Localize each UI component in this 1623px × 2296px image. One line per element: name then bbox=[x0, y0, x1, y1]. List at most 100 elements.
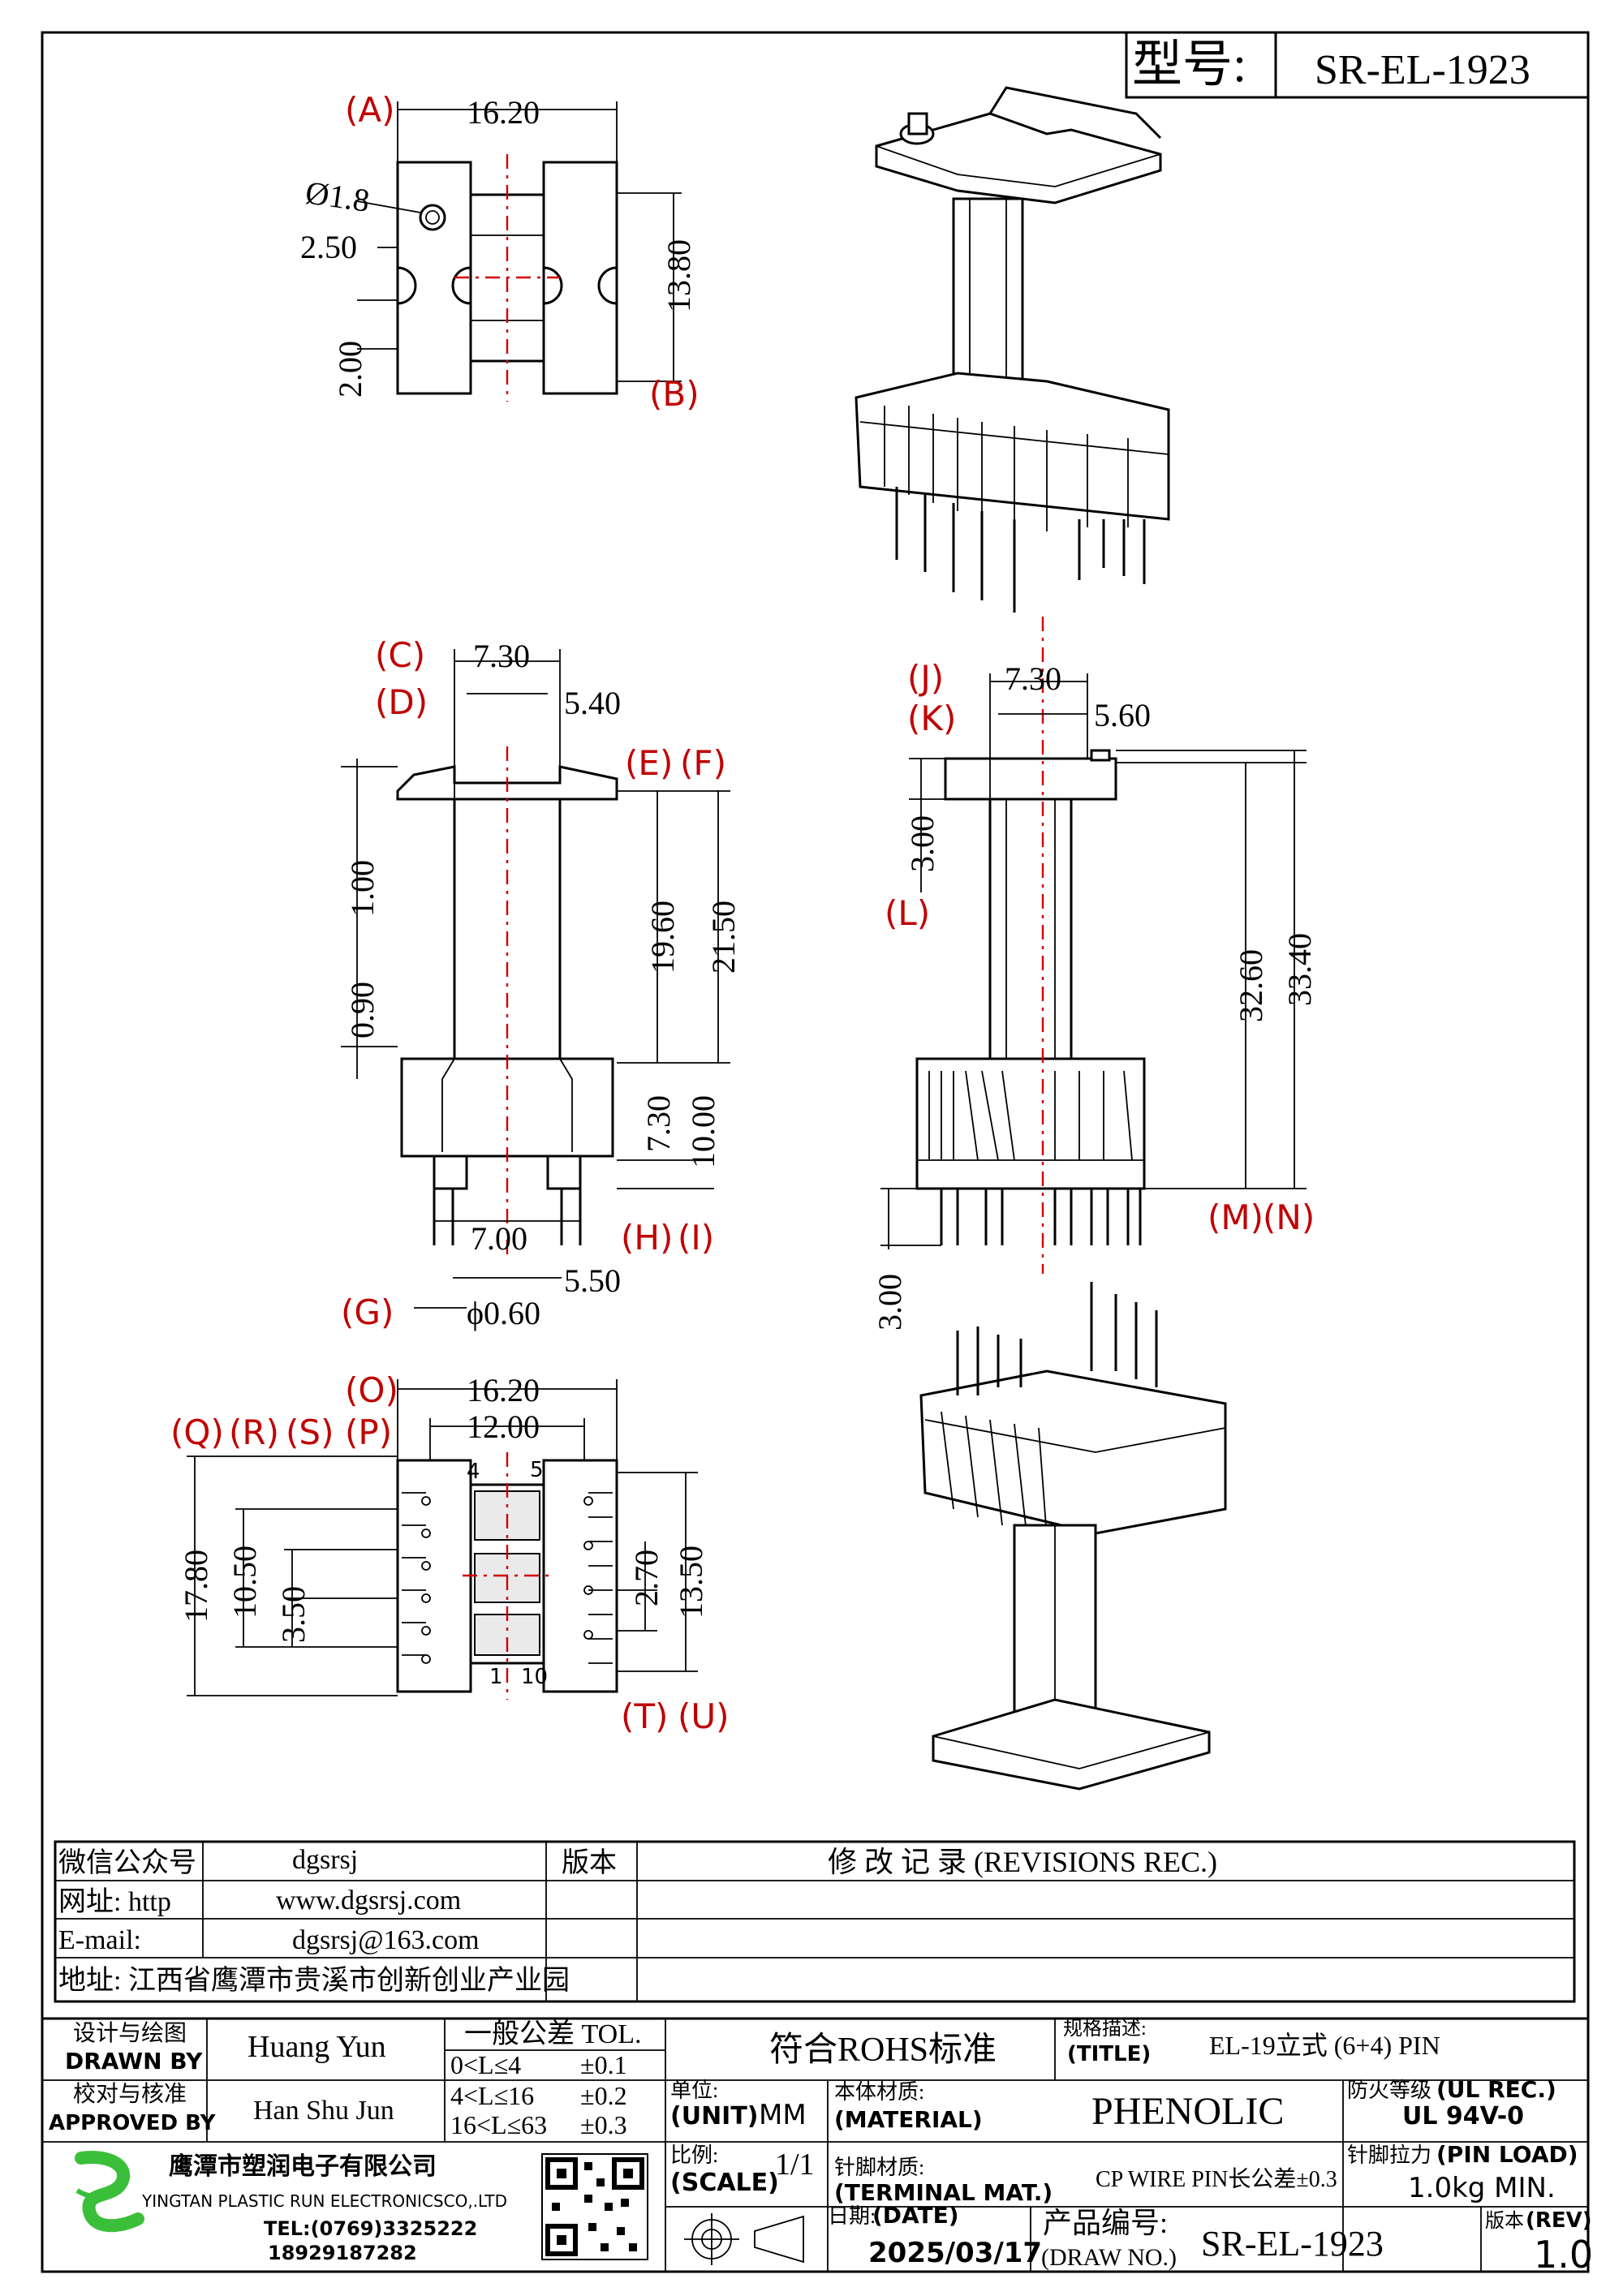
side-view: 7.30 5.60 3.00 32.60 33.40 3.00 (J) (K) … bbox=[872, 617, 1318, 1331]
label-E: (E) bbox=[625, 743, 673, 783]
label-J: (J) bbox=[907, 658, 944, 698]
unit-en: (UNIT) bbox=[670, 2102, 759, 2130]
pin-number-5: 5 bbox=[530, 1458, 544, 1482]
dim-front-flange: 1.00 bbox=[344, 860, 381, 917]
drawno-cn: 产品编号: bbox=[1043, 2207, 1168, 2239]
label-N: (N) bbox=[1263, 1197, 1315, 1237]
dim-bottom-s: 3.50 bbox=[275, 1586, 312, 1643]
drawn-by-en: DRAWN BY bbox=[65, 2048, 203, 2075]
label-R: (R) bbox=[229, 1412, 279, 1452]
iso-view-top bbox=[855, 86, 1170, 613]
date-value: 2025/03/17 bbox=[868, 2237, 1042, 2269]
company-name-cn: 鹰潭市塑润电子有限公司 bbox=[169, 2152, 437, 2180]
terminal-value: CP WIRE PIN长公差±0.3 bbox=[1096, 2166, 1337, 2192]
label-D: (D) bbox=[375, 682, 428, 722]
terminal-cn: 针脚材质: bbox=[834, 2156, 924, 2179]
label-M: (M) bbox=[1208, 1197, 1264, 1237]
material-value: PHENOLIC bbox=[1091, 2090, 1284, 2133]
bottom-view: 4 5 1 10 16.20 12.00 17.80 10.50 3.50 13… bbox=[170, 1370, 730, 1736]
pin-number-1: 1 bbox=[489, 1665, 503, 1689]
scale-cn: 比例: bbox=[670, 2143, 718, 2167]
label-C: (C) bbox=[375, 635, 425, 675]
tolerance-title: 一般公差 TOL. bbox=[464, 2019, 641, 2049]
rev-value: 1.0 bbox=[1534, 2233, 1593, 2277]
approved-by-cn: 校对与核准 bbox=[73, 2081, 187, 2107]
pin-number-4: 4 bbox=[467, 1460, 480, 1484]
dim-side-flange: 3.00 bbox=[904, 815, 941, 872]
label-S: (S) bbox=[286, 1412, 334, 1452]
info-wechat-value: dgsrsj bbox=[292, 1845, 358, 1875]
tol-value-3: ±0.3 bbox=[580, 2110, 627, 2139]
tol-range-1: 0<L≤4 bbox=[450, 2050, 521, 2079]
ul-en: (UL REC.) bbox=[1436, 2076, 1556, 2103]
label-P: (P) bbox=[345, 1412, 392, 1452]
dim-side-j: 7.30 bbox=[1005, 660, 1061, 697]
dim-bottom-q: 17.80 bbox=[178, 1550, 214, 1623]
label-I: (I) bbox=[678, 1218, 714, 1258]
model-header: 型号: SR-EL-1923 bbox=[1125, 31, 1590, 99]
dim-side-pin: 3.00 bbox=[872, 1274, 908, 1331]
label-U: (U) bbox=[678, 1696, 730, 1736]
dim-bottom-r: 10.50 bbox=[226, 1546, 263, 1619]
drawn-by-cn: 设计与绘图 bbox=[73, 2020, 187, 2046]
rohs-compliance: 符合ROHS标准 bbox=[769, 2032, 997, 2069]
ul-cn: 防火等级 bbox=[1347, 2079, 1431, 2102]
label-K: (K) bbox=[907, 699, 956, 738]
date-en: (DATE) bbox=[872, 2202, 959, 2229]
label-F: (F) bbox=[680, 743, 726, 783]
title-block: 设计与绘图 DRAWN BY Huang Yun 校对与核准 APPROVED … bbox=[41, 2017, 1593, 2277]
dim-side-k: 5.60 bbox=[1094, 697, 1151, 733]
info-website-label: 网址: http bbox=[58, 1887, 171, 1917]
model-number: SR-EL-1923 bbox=[1315, 47, 1530, 93]
revisions-version-header: 版本 bbox=[562, 1847, 617, 1878]
qr-code-icon bbox=[541, 2153, 648, 2260]
info-table: 微信公众号 dgsrsj 网址: http www.dgsrsj.com E-m… bbox=[54, 1840, 1576, 2003]
label-B: (B) bbox=[649, 374, 700, 414]
drawno-value: SR-EL-1923 bbox=[1201, 2224, 1384, 2264]
label-Q: (Q) bbox=[170, 1412, 224, 1452]
title-en: (TITLE) bbox=[1067, 2042, 1151, 2066]
company-tel: TEL:(0769)3325222 bbox=[264, 2217, 477, 2240]
title-value: EL-19立式 (6+4) PIN bbox=[1209, 2031, 1440, 2060]
dim-bottom-o: 16.20 bbox=[467, 1372, 540, 1408]
pinload-cn: 针脚拉力 bbox=[1347, 2143, 1431, 2167]
iso-view-bottom bbox=[919, 1282, 1227, 1791]
dim-bottom-u: 13.50 bbox=[673, 1546, 709, 1619]
dim-side-h2: 33.40 bbox=[1281, 933, 1318, 1006]
dim-bottom-p: 12.00 bbox=[467, 1408, 540, 1445]
dim-front-pin-gap: 5.50 bbox=[564, 1262, 621, 1299]
dim-front-pin-dia: ϕ0.60 bbox=[467, 1295, 540, 1331]
projection-symbol-icon bbox=[684, 2213, 804, 2265]
dim-top-height: 13.80 bbox=[661, 239, 697, 312]
material-en: (MATERIAL) bbox=[834, 2106, 983, 2133]
front-view: 7.30 5.40 19.60 21.50 1.00 0.90 7.30 10.… bbox=[341, 635, 742, 1332]
tol-value-2: ±0.2 bbox=[580, 2081, 627, 2110]
tol-range-3: 16<L≤63 bbox=[450, 2110, 547, 2139]
info-wechat-label: 微信公众号 bbox=[58, 1847, 196, 1878]
company-logo-icon bbox=[75, 2151, 144, 2233]
sheet-border bbox=[41, 31, 1590, 2273]
approved-by-en: APPROVED BY bbox=[49, 2111, 217, 2135]
company-mobile: 18929187282 bbox=[268, 2242, 417, 2264]
date-cn: 日期: bbox=[828, 2204, 876, 2228]
drawn-by-name: Huang Yun bbox=[248, 2030, 386, 2064]
approved-by-name: Han Shu Jun bbox=[253, 2096, 394, 2126]
info-email-value[interactable]: dgsrsj@163.com bbox=[292, 1925, 480, 1955]
dim-top-width: 16.20 bbox=[467, 94, 540, 131]
dim-front-pin-h: 7.30 bbox=[640, 1095, 677, 1152]
unit-value: MM bbox=[759, 2099, 807, 2131]
info-website-value[interactable]: www.dgsrsj.com bbox=[276, 1885, 461, 1915]
label-H: (H) bbox=[621, 1218, 673, 1258]
rev-en: (REV) bbox=[1526, 2208, 1592, 2233]
company-name-en: YINGTAN PLASTIC RUN ELECTRONICSCO,.LTD bbox=[141, 2191, 507, 2211]
ul-value: UL 94V-0 bbox=[1402, 2102, 1524, 2130]
title-cn: 规格描述: bbox=[1063, 2018, 1147, 2040]
mount-hole-icon bbox=[419, 204, 446, 231]
dim-front-pin-total: 10.00 bbox=[685, 1095, 721, 1168]
drawno-en: (DRAW NO.) bbox=[1041, 2244, 1177, 2271]
top-view: 16.20 13.80 Ø1.8 2.50 2.00 (A) (B) bbox=[300, 90, 700, 414]
dim-bottom-t: 2.70 bbox=[628, 1550, 665, 1606]
dim-front-base: 0.90 bbox=[344, 982, 381, 1038]
label-O: (O) bbox=[345, 1370, 398, 1410]
